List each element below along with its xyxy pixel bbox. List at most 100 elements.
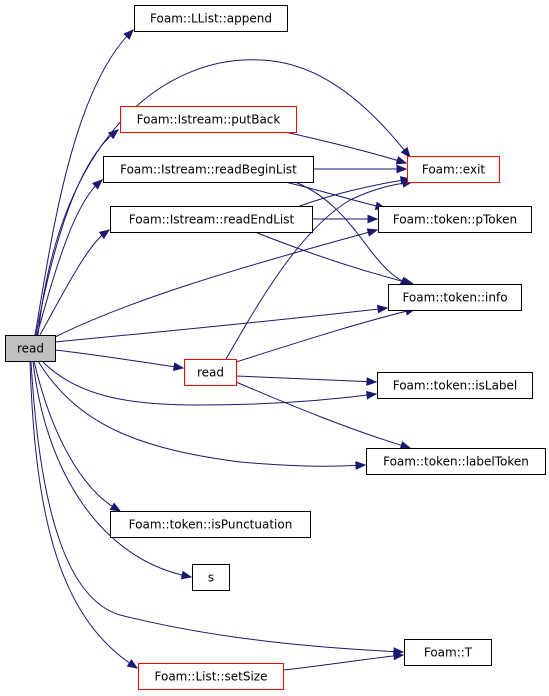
- edge-read-root-to-token-ptoken: [54, 228, 379, 338]
- edges-layer: [29, 29, 417, 671]
- edge-arrowhead: [172, 362, 185, 371]
- node-llist-append[interactable]: Foam::LList::append: [134, 5, 288, 32]
- edge-istream-readendlist-to-token-info: [254, 231, 415, 286]
- edge-read-root-to-list-setsize: [29, 360, 139, 669]
- edge-list-setsize-to-foam-t: [282, 651, 405, 671]
- edge-line: [41, 360, 377, 406]
- edge-arrowhead: [355, 461, 367, 470]
- node-token-islabel[interactable]: Foam::token::isLabel: [377, 372, 533, 399]
- edge-read-root-to-token-info: [54, 304, 389, 343]
- node-label: Foam::LList::append: [150, 12, 272, 26]
- edge-line: [235, 375, 377, 383]
- edge-istream-readbeginlist-to-foam-exit: [313, 164, 408, 174]
- edge-istream-readbeginlist-to-token-info: [294, 181, 412, 286]
- node-label: Foam::List::setSize: [155, 670, 268, 684]
- edge-arrowhead: [377, 304, 389, 314]
- nodes-layer: read Foam::LList::appendFoam::Istream::pu…: [5, 5, 546, 690]
- edge-arrowhead: [399, 441, 412, 450]
- node-label: Foam::token::info: [402, 291, 507, 305]
- node-label: Foam::Istream::putBack: [137, 113, 281, 127]
- edge-line: [35, 129, 119, 336]
- node-token-labeltoken[interactable]: Foam::token::labelToken: [366, 448, 546, 475]
- node-istream-putback[interactable]: Foam::Istream::putBack: [120, 106, 297, 133]
- edge-read-root-to-read-inner: [54, 349, 185, 371]
- node-box: [134, 5, 288, 32]
- node-token-ispunctuation[interactable]: Foam::token::isPunctuation: [110, 511, 311, 538]
- node-label: s: [208, 571, 214, 585]
- edge-read-root-to-s: [32, 360, 193, 580]
- edge-arrowhead: [400, 146, 411, 159]
- edge-istream-putback-to-foam-exit: [284, 131, 408, 165]
- node-box: [5, 335, 56, 362]
- node-box: [377, 372, 533, 399]
- edge-arrowhead: [123, 29, 134, 40]
- node-read-root: read: [5, 335, 56, 362]
- edge-line: [254, 231, 414, 285]
- node-label: Foam::Istream::readBeginList: [120, 163, 297, 177]
- node-box: [184, 359, 237, 386]
- edge-arrowhead: [126, 659, 139, 669]
- node-box: [110, 511, 311, 538]
- node-box: [378, 206, 532, 233]
- edge-line: [34, 29, 134, 336]
- node-box: [192, 564, 230, 591]
- node-list-setsize[interactable]: Foam::List::setSize: [138, 663, 284, 690]
- edge-read-root-to-token-islabel: [41, 360, 378, 406]
- edge-arrowhead: [366, 390, 378, 400]
- edge-line: [54, 229, 378, 338]
- edge-line: [54, 349, 184, 369]
- edge-line: [294, 181, 411, 286]
- edge-arrowhead: [395, 156, 408, 165]
- node-label: Foam::token::isLabel: [393, 379, 518, 393]
- node-label: Foam::exit: [422, 163, 486, 177]
- edge-read-root-to-istream-readendlist: [39, 229, 111, 336]
- node-token-ptoken[interactable]: Foam::token::pToken: [378, 206, 532, 233]
- node-label: read: [17, 342, 44, 356]
- edge-arrowhead: [396, 164, 408, 174]
- edge-arrowhead: [98, 229, 111, 240]
- edge-read-inner-to-token-info: [235, 307, 417, 363]
- edge-line: [235, 308, 416, 363]
- node-box: [110, 206, 313, 233]
- edge-arrowhead: [180, 570, 193, 580]
- edge-read-root-to-token-labeltoken: [37, 360, 367, 470]
- node-label: read: [197, 366, 224, 380]
- node-foam-exit[interactable]: Foam::exit: [407, 156, 500, 183]
- node-read-inner[interactable]: read: [184, 359, 237, 386]
- edge-istream-readendlist-to-foam-exit: [299, 176, 412, 207]
- node-box: [407, 156, 500, 183]
- edge-read-root-to-istream-putback: [35, 129, 120, 336]
- edge-line: [32, 360, 192, 578]
- edge-read-root-to-istream-readbeginlist: [36, 179, 104, 336]
- node-box: [404, 639, 492, 666]
- node-label: Foam::token::labelToken: [383, 455, 529, 469]
- edge-arrowhead: [92, 179, 104, 190]
- node-box: [138, 663, 284, 690]
- node-box: [103, 156, 314, 183]
- node-box: [388, 284, 522, 311]
- node-label: Foam::token::isPunctuation: [129, 518, 293, 532]
- node-token-info[interactable]: Foam::token::info: [388, 284, 522, 311]
- node-label: Foam::Istream::readEndList: [129, 213, 295, 227]
- node-label: Foam::T: [424, 646, 473, 660]
- edge-line: [36, 179, 103, 336]
- edge-arrowhead: [366, 377, 378, 386]
- edge-line: [282, 654, 404, 671]
- node-s[interactable]: s: [192, 564, 230, 591]
- node-istream-readbeginlist[interactable]: Foam::Istream::readBeginList: [103, 156, 314, 183]
- edge-line: [29, 360, 138, 669]
- edge-line: [30, 360, 404, 653]
- edge-istream-readendlist-to-token-ptoken: [312, 214, 379, 224]
- edge-line: [37, 360, 366, 467]
- edge-arrowhead: [393, 651, 405, 661]
- edge-line: [54, 307, 388, 343]
- edge-arrowhead: [366, 228, 379, 237]
- node-istream-readendlist[interactable]: Foam::Istream::readEndList: [110, 206, 313, 233]
- edge-read-root-to-foam-exit: [37, 59, 411, 336]
- edge-line: [225, 181, 413, 360]
- node-label: Foam::token::pToken: [393, 213, 517, 227]
- node-foam-t[interactable]: Foam::T: [404, 639, 492, 666]
- edge-arrowhead: [107, 129, 120, 140]
